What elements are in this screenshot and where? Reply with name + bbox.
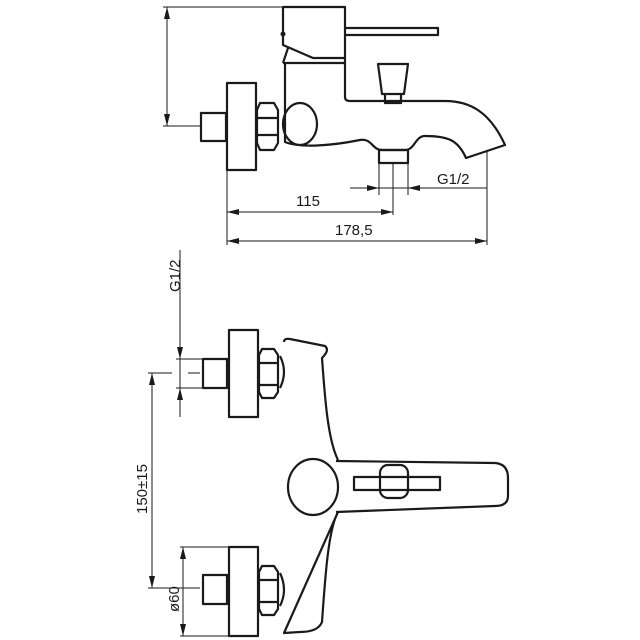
front-view-faucet xyxy=(201,328,510,638)
lower-cap xyxy=(278,572,286,607)
upper-inlet-pipe xyxy=(201,357,229,390)
front-view-dimensions: G1/2 150±15 ø60 xyxy=(134,250,229,637)
upper-nut xyxy=(257,347,280,400)
inlet-spacing-label: 150±15 xyxy=(134,464,151,514)
outlet-distance-label: 115 xyxy=(296,193,320,210)
lower-wall-plate xyxy=(227,545,260,638)
mixer-body xyxy=(282,337,340,635)
aerator xyxy=(377,148,410,165)
total-depth-label: 178,5 xyxy=(335,222,373,239)
handle-neck xyxy=(281,47,347,64)
upper-cap xyxy=(279,355,286,389)
connector xyxy=(281,101,319,147)
side-view-faucet xyxy=(199,5,507,172)
spout-body xyxy=(283,61,507,160)
lever-hub xyxy=(286,457,340,517)
handle-body xyxy=(281,5,347,60)
side-view-dimensions: G1/2 115 178,5 xyxy=(163,6,488,245)
inlet-pipe xyxy=(199,111,228,143)
handle-lever xyxy=(345,26,440,37)
diverter-knob xyxy=(376,62,410,105)
lever-arm xyxy=(335,459,510,514)
lower-inlet-pipe xyxy=(201,573,229,606)
upper-wall-plate xyxy=(227,328,260,419)
lower-nut xyxy=(257,564,280,617)
lever-bar xyxy=(352,475,442,492)
nut xyxy=(255,101,280,152)
escutcheon-diameter-label: ø60 xyxy=(166,586,183,612)
wall-plate xyxy=(225,81,258,172)
inlet-thread-label: G1/2 xyxy=(167,259,184,292)
handle-knob xyxy=(280,31,286,37)
lever-slot xyxy=(378,463,410,500)
outlet-thread-label: G1/2 xyxy=(437,171,470,188)
